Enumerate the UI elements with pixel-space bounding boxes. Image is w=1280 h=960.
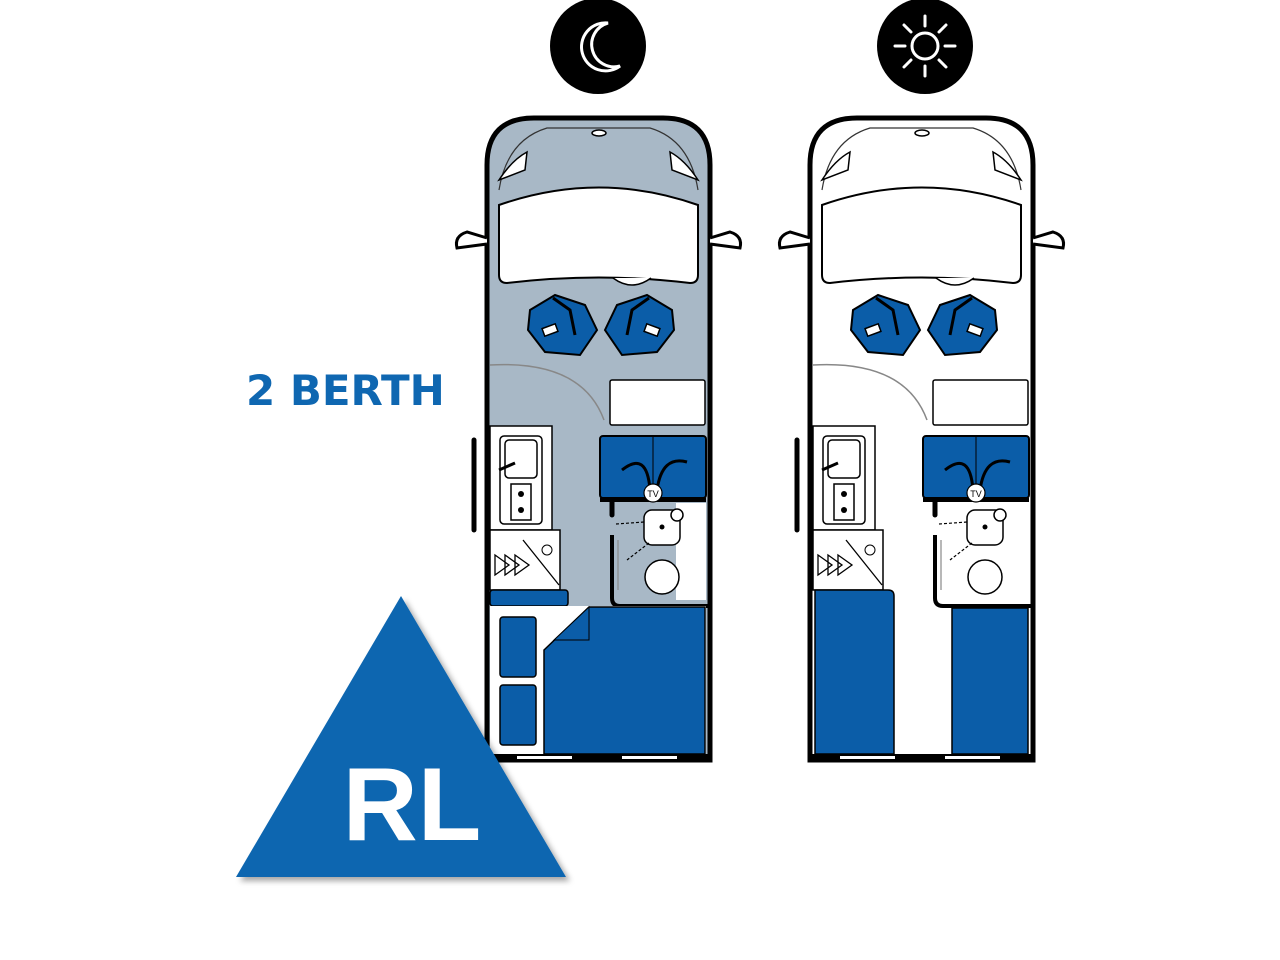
mirror-right [1032,230,1065,250]
rear-window [840,756,895,759]
door-swing [489,363,605,421]
pillow [499,616,537,678]
lounge-seat-left [814,589,895,755]
rear-window [622,756,677,759]
rl-triangle [236,596,566,877]
rl-label: RL [343,747,482,863]
mirror-right [709,230,742,250]
tv-label: TV [647,489,659,499]
floorplan-night: TV [455,115,742,763]
wardrobe [812,529,884,591]
door-swing [812,363,928,421]
hob-icon [510,483,532,521]
dashboard [498,186,699,285]
dashboard [821,186,1022,285]
table [609,379,706,426]
tv-icon [643,483,663,503]
hob-icon [833,483,855,521]
mirror-left [455,230,488,250]
snowflake-icon [541,544,553,556]
cab-seat [603,293,676,357]
toilet [967,559,1003,595]
toilet [644,559,680,595]
pillow [499,684,537,746]
floorplan-day: TV [778,115,1065,763]
tv-label: TV [970,489,982,499]
sink-icon [504,439,538,479]
berth-count-label: 2 BERTH [246,366,445,415]
cab-seat [849,293,922,357]
sink-icon [827,439,861,479]
mirror-left [778,230,811,250]
cab-seat [526,293,599,357]
rl-badge: RL [236,596,566,877]
moon-icon [550,0,646,94]
rear-window [517,756,572,759]
tv-icon [966,483,986,503]
lounge-seat-right [951,607,1029,755]
rear-window [945,756,1000,759]
cab-seat [926,293,999,357]
wardrobe [489,529,561,591]
table [932,379,1029,426]
sun-icon [877,0,973,94]
snowflake-icon [864,544,876,556]
